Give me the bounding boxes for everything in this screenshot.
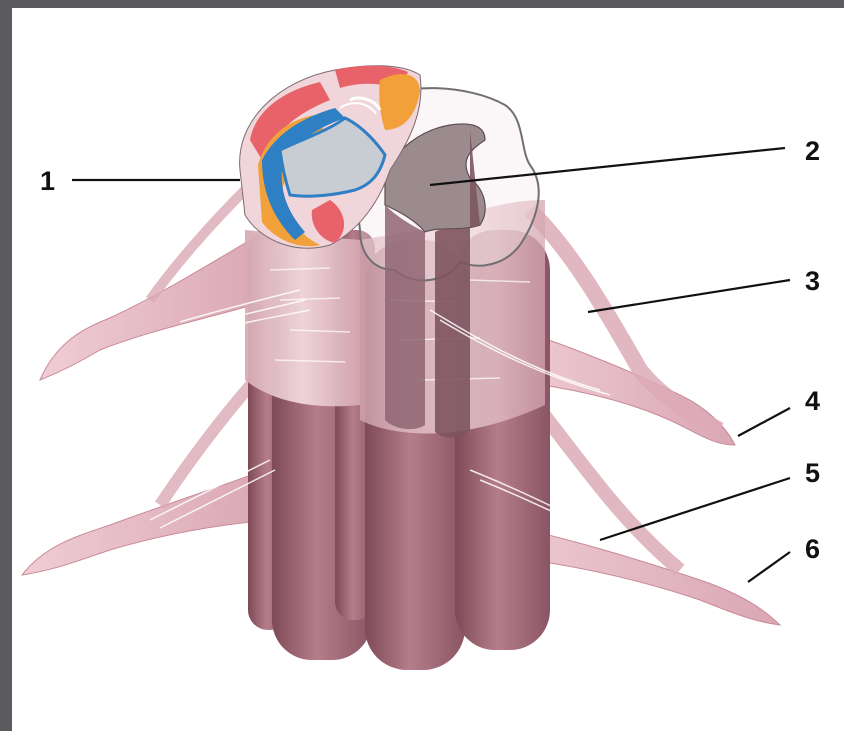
leader-3 (588, 280, 790, 312)
left-upper-nerve-root (40, 190, 270, 380)
callout-3: 3 (805, 266, 820, 296)
leader-5 (600, 478, 790, 540)
callout-6: 6 (805, 534, 820, 564)
leader-4 (738, 408, 790, 436)
callout-5: 5 (805, 458, 820, 488)
callout-2: 2 (805, 136, 820, 166)
leader-6 (748, 552, 790, 582)
callout-1: 1 (40, 166, 55, 196)
left-lower-nerve-root (22, 380, 270, 575)
callout-4: 4 (805, 386, 820, 416)
figure-canvas: 1 2 3 4 5 6 (12, 8, 844, 731)
spinal-cord-diagram: 1 2 3 4 5 6 (12, 8, 844, 731)
